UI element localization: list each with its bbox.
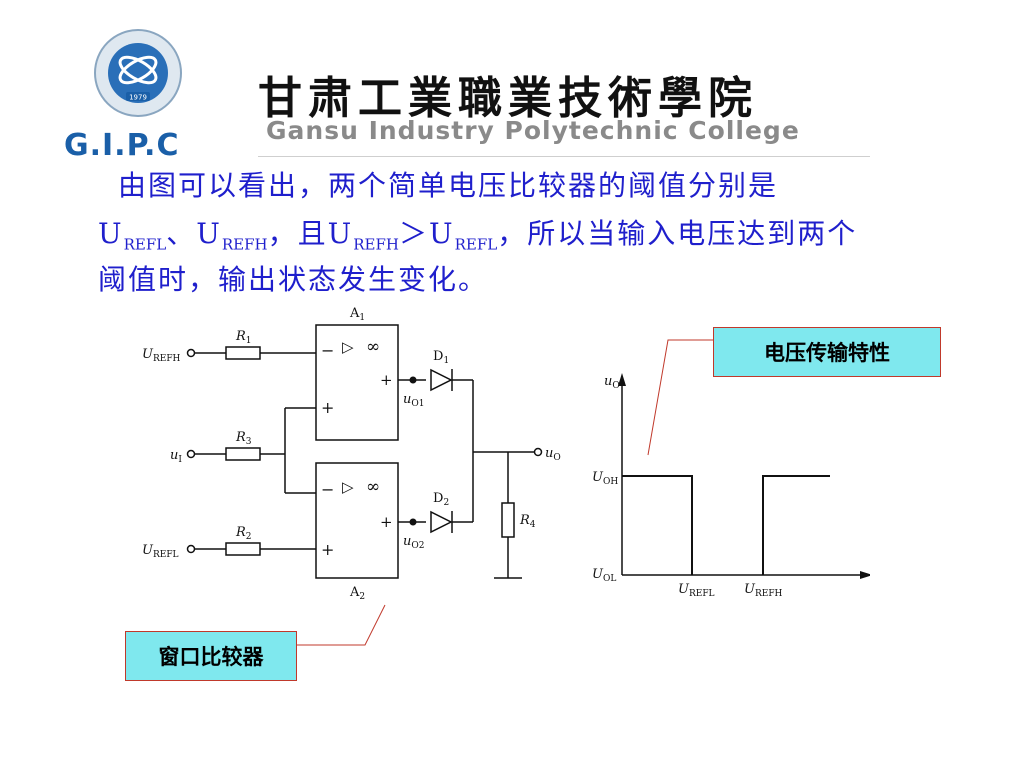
- opamp-a1-inf: ∞: [366, 337, 380, 357]
- label-ui: uI: [170, 448, 182, 465]
- sub-refl: REFL: [454, 235, 498, 254]
- text-tail: ，所以当输入电压达到两个: [497, 217, 858, 250]
- label-uo2: uO2: [403, 534, 424, 551]
- paragraph-line-2: UREFL、UREFH，且UREFH＞UREFL，所以当输入电压达到两个: [98, 212, 857, 254]
- college-name-en: Gansu Industry Polytechnic College: [266, 116, 800, 145]
- paragraph-line-1: 由图可以看出，两个简单电压比较器的阈值分别是: [118, 169, 779, 202]
- emblem-year: 1979: [129, 94, 147, 102]
- opamp-a2-box: [315, 462, 399, 579]
- tick-urefh: UREFH: [744, 582, 783, 599]
- tick-urefl: UREFL: [678, 582, 715, 599]
- label-d2: D2: [433, 491, 449, 508]
- label-r4: R4: [519, 513, 536, 530]
- window-comparator-diagram: A1 A2 − + + ▷ ∞ − + + ▷ ∞ UREFH uI UREFL…: [142, 306, 870, 646]
- opamp-a1-plus: +: [321, 398, 334, 417]
- axis-label-uo: uO: [604, 374, 620, 391]
- level-uoh: UOH: [592, 470, 618, 487]
- opamp-a1-box: [315, 324, 399, 441]
- college-emblem-icon: 1979: [94, 29, 182, 117]
- sub-refh: REFH: [221, 235, 268, 254]
- sub-refh: REFH: [353, 235, 399, 254]
- callout-transfer-characteristic: 电压传输特性: [713, 327, 941, 377]
- sub-refl: REFL: [123, 235, 167, 254]
- college-name-cn: 甘肃工業職業技術學院: [258, 73, 758, 124]
- label-a1: A1: [349, 306, 365, 323]
- opamp-a2-inf: ∞: [366, 477, 380, 497]
- label-uo: uO: [545, 446, 561, 463]
- opamp-a1-minus: −: [321, 341, 334, 360]
- header-divider: [258, 156, 870, 157]
- opamp-a2-triangle: ▷: [342, 478, 354, 496]
- label-r1: R1: [235, 329, 252, 346]
- text-sep: ，且: [267, 217, 328, 250]
- opamp-a2-minus: −: [321, 480, 334, 499]
- paragraph-line-3: 阈值时，输出状态发生变化。: [98, 263, 489, 296]
- opamp-a1-triangle: ▷: [342, 338, 354, 356]
- label-urefh: UREFH: [142, 347, 181, 364]
- label-a2: A2: [349, 585, 365, 602]
- text-u: U: [428, 217, 455, 250]
- text-u: U: [196, 217, 222, 250]
- label-urefl: UREFL: [142, 543, 179, 560]
- label-r3: R3: [235, 430, 252, 447]
- opamp-a2-plus: +: [321, 540, 334, 559]
- text-u: U: [327, 217, 354, 250]
- gipc-badge: G.I.P.C: [64, 128, 180, 163]
- text-u: U: [98, 217, 124, 250]
- label-r2: R2: [235, 525, 252, 542]
- label-uo1: uO1: [403, 392, 424, 409]
- label-d1: D1: [433, 349, 449, 366]
- text-sep: 、: [166, 217, 197, 250]
- callout-window-comparator: 窗口比较器: [125, 631, 297, 681]
- level-uol: UOL: [592, 567, 616, 584]
- opamp-a1-out-plus: +: [380, 371, 393, 389]
- opamp-a2-out-plus: +: [380, 513, 393, 531]
- greater-than: ＞: [398, 217, 429, 250]
